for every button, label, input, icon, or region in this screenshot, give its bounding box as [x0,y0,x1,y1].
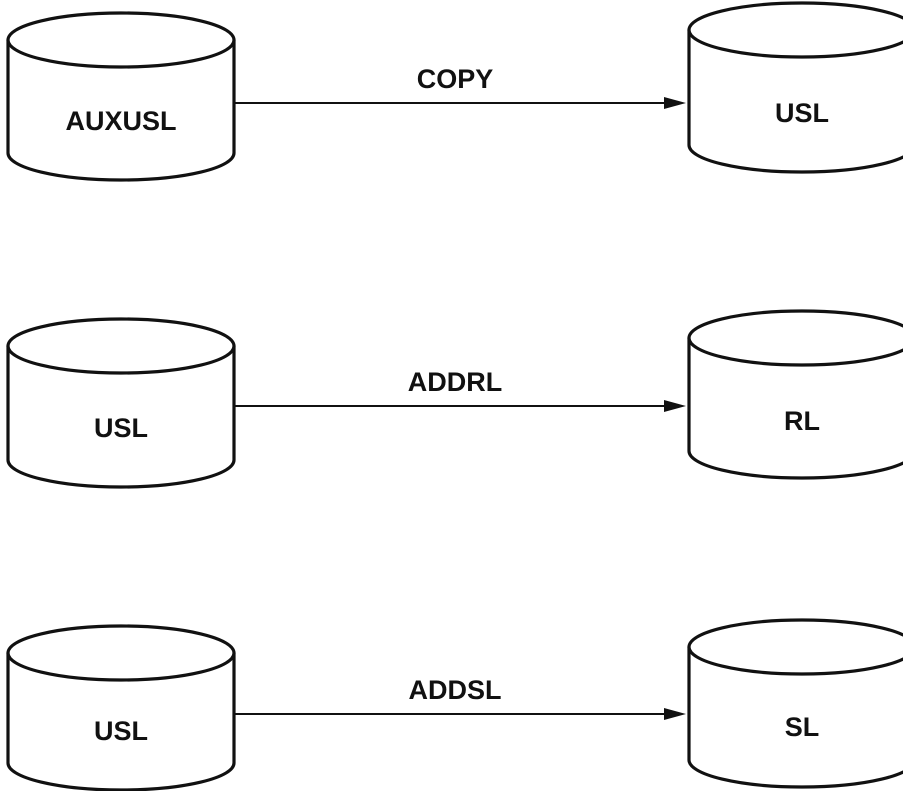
arrow-head [664,708,686,720]
source-label: USL [94,413,148,443]
row-copy: AUXUSL COPY USL [6,1,903,182]
source-cylinder-auxusl: AUXUSL [6,11,236,182]
target-cylinder-rl: RL [687,309,903,480]
target-label: USL [775,98,829,128]
target-label: RL [784,406,820,436]
arrow-head [664,97,686,109]
source-cylinder-usl: USL [6,624,236,791]
source-label: AUXUSL [65,106,176,136]
target-cylinder-usl: USL [687,1,903,174]
operation-label: COPY [417,64,494,94]
source-label: USL [94,716,148,746]
operation-label: ADDSL [409,675,502,705]
target-cylinder-sl: SL [687,618,903,789]
row-addrl: USL ADDRL RL [6,309,903,489]
row-addsl: USL ADDSL SL [6,618,903,791]
target-label: SL [785,712,820,742]
source-cylinder-usl: USL [6,317,236,489]
arrow-head [664,400,686,412]
operation-label: ADDRL [408,367,503,397]
